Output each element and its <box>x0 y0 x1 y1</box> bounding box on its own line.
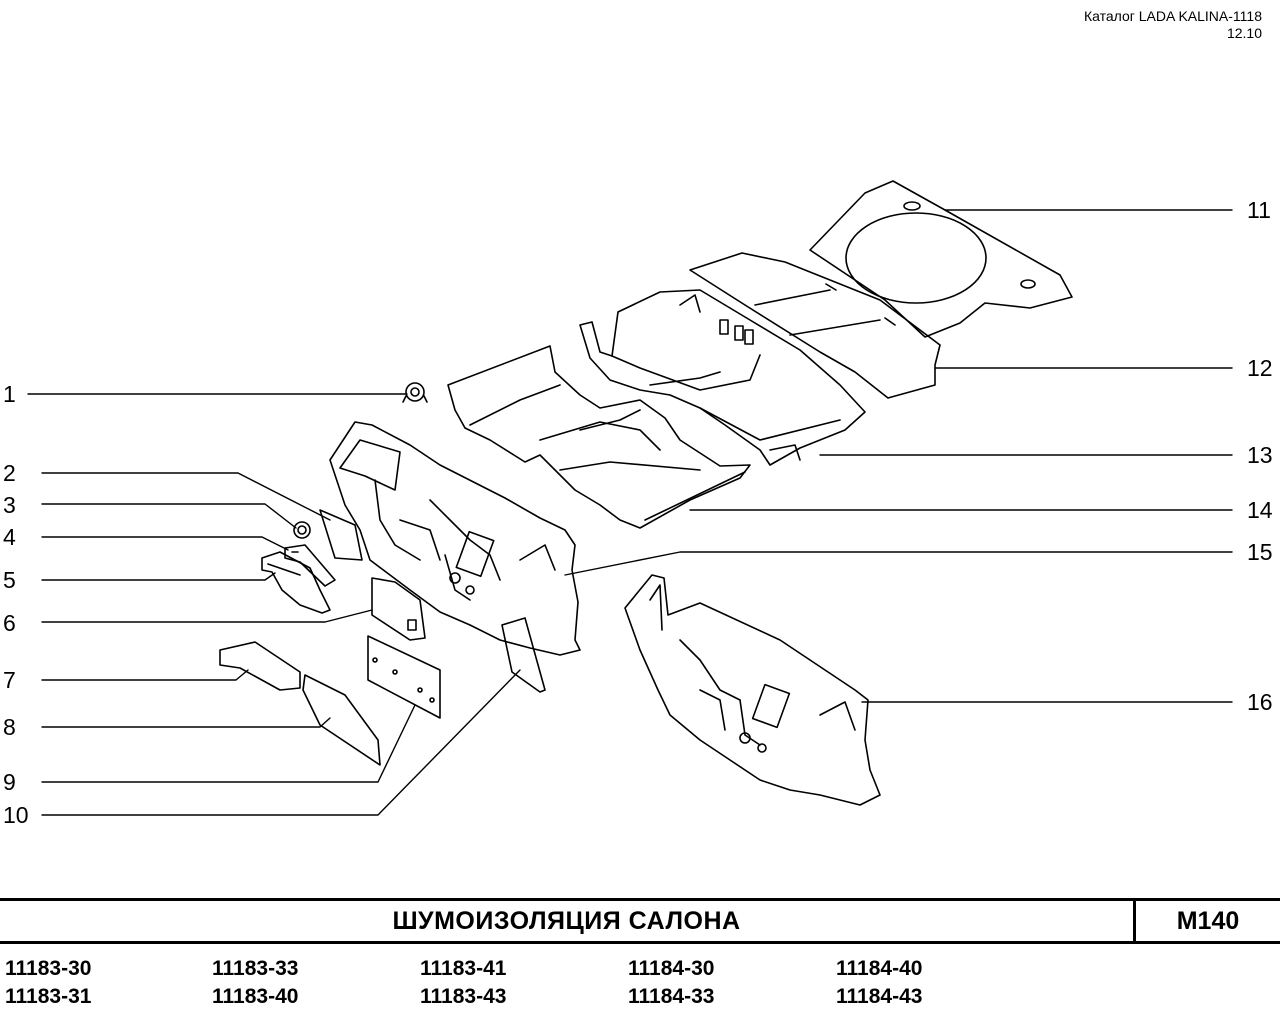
part-6-panel <box>371 577 426 641</box>
part-5-block <box>261 551 331 614</box>
part-10-pad <box>501 617 546 693</box>
leader-lines <box>27 209 1233 816</box>
callout-6: 6 <box>3 610 16 636</box>
model-code: 11184-33 <box>628 985 715 1008</box>
model-code: 11184-30 <box>628 957 715 980</box>
callout-9: 9 <box>3 769 16 795</box>
callout-2: 2 <box>3 460 16 486</box>
part-4-bracket <box>284 544 336 587</box>
part-16-dash-insulation <box>624 574 881 806</box>
callout-13: 13 <box>1247 442 1273 468</box>
part-3-grommet <box>293 521 311 539</box>
callout-labels: 1 2 3 4 5 6 7 8 9 10 11 12 13 14 15 16 <box>3 197 1273 828</box>
part-7-strip <box>219 641 301 691</box>
model-column-5: 11184-40 11184-43 <box>836 955 922 1011</box>
callout-4: 4 <box>3 524 16 550</box>
part-14-front-carpet <box>447 345 751 529</box>
callout-10: 10 <box>3 802 29 828</box>
model-code: 11183-43 <box>420 985 507 1008</box>
model-column-3: 11183-41 11183-43 <box>420 955 506 1011</box>
title-bar: ШУМОИЗОЛЯЦИЯ САЛОНА M140 <box>0 898 1280 944</box>
model-code: 11183-30 <box>5 957 92 980</box>
model-column-1: 11183-30 11183-31 <box>5 955 91 1011</box>
section-code: M140 <box>1133 901 1280 941</box>
model-code: 11184-40 <box>836 957 923 980</box>
model-code: 11183-31 <box>5 985 92 1008</box>
callout-8: 8 <box>3 714 16 740</box>
catalog-title: Каталог LADA KALINA-1118 <box>1083 8 1262 24</box>
part-12-floor-mat <box>689 252 941 399</box>
model-code: 11183-40 <box>212 985 299 1008</box>
model-column-2: 11183-33 11183-40 <box>212 955 298 1011</box>
callout-5: 5 <box>3 567 16 593</box>
model-code: 11183-33 <box>212 957 299 980</box>
part-2-pad <box>319 509 363 561</box>
callout-11: 11 <box>1247 197 1271 223</box>
model-code: 11183-41 <box>420 957 507 980</box>
callout-3: 3 <box>3 492 16 518</box>
callout-1: 1 <box>3 381 16 407</box>
part-9-plate <box>367 635 441 719</box>
part-15-dash-insulation <box>329 421 581 656</box>
part-8-strip <box>302 674 381 766</box>
exploded-parts-diagram: 1 2 3 4 5 6 7 8 9 10 11 12 13 14 15 16 <box>3 180 1273 828</box>
callout-7: 7 <box>3 667 16 693</box>
catalog-date: 12.10 <box>1226 25 1262 41</box>
callout-12: 12 <box>1247 355 1273 381</box>
part-13-rear-carpet <box>579 289 866 466</box>
callout-16: 16 <box>1247 689 1273 715</box>
model-code: 11184-43 <box>836 985 923 1008</box>
callout-15: 15 <box>1247 539 1273 565</box>
part-11-rear-floor-mat <box>809 180 1073 338</box>
model-column-4: 11184-30 11184-33 <box>628 955 714 1011</box>
callout-14: 14 <box>1247 497 1273 523</box>
part-1-clip <box>402 382 428 403</box>
page-title: ШУМОИЗОЛЯЦИЯ САЛОНА <box>392 907 741 935</box>
